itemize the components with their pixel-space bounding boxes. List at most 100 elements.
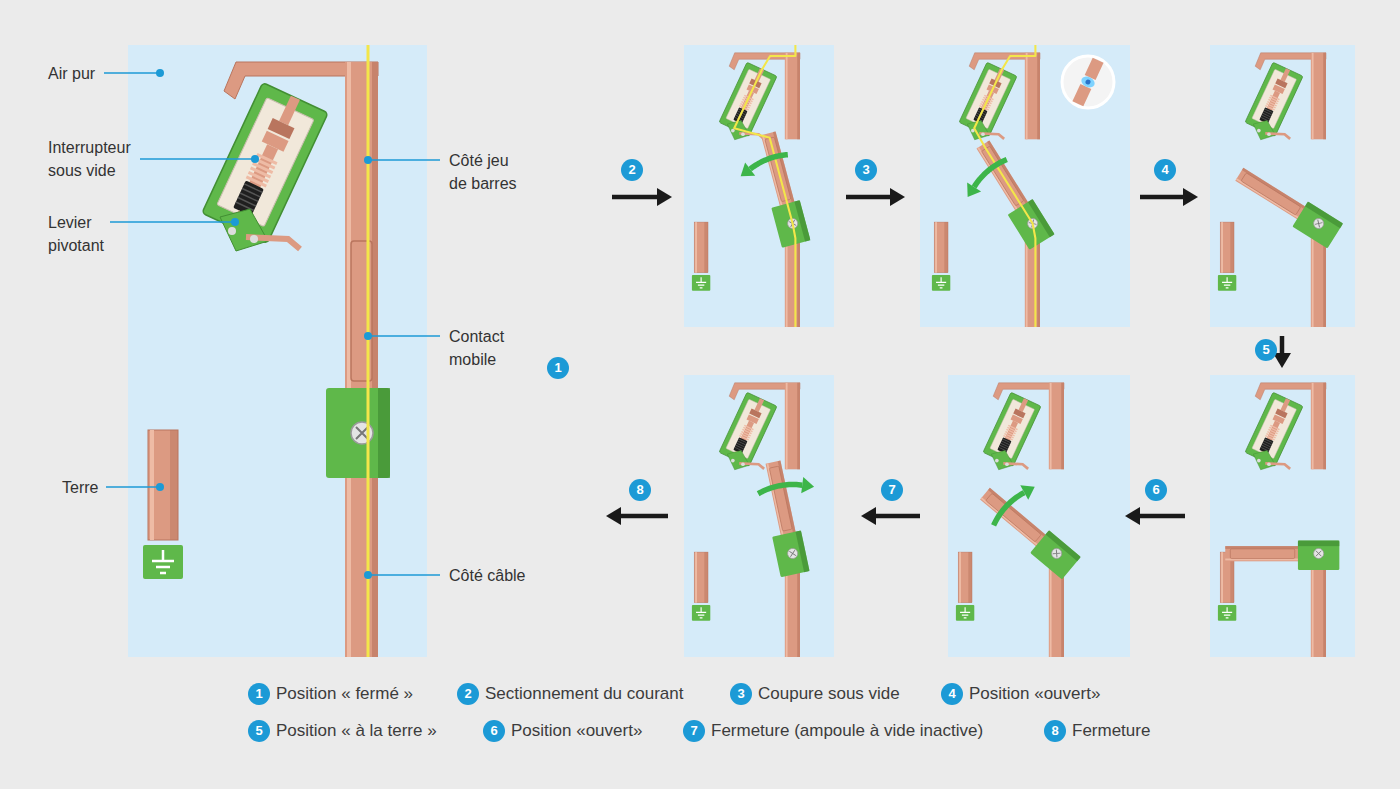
- panel-drawing: [1218, 53, 1343, 327]
- lever-pin: [1267, 132, 1271, 136]
- pivot-block-side: [378, 388, 390, 478]
- spring-coil: [1260, 117, 1269, 122]
- panel-drawing: [932, 45, 1055, 327]
- cable-side-highlight: [1312, 238, 1314, 327]
- leader-line: [368, 335, 440, 337]
- spring-coil: [240, 192, 259, 202]
- busbar-side-highlight: [347, 62, 351, 250]
- earth-contact-highlight: [959, 552, 961, 603]
- cable-side-bar: [1311, 238, 1326, 327]
- pivot-lever-plate: [220, 209, 268, 251]
- leader-dot: [364, 156, 372, 164]
- vacuum-interrupter: [1244, 392, 1303, 469]
- step-arrow-head: [657, 188, 672, 206]
- vacuum-arc: [1080, 75, 1097, 90]
- part-label: Interrupteur sous vide: [48, 136, 158, 182]
- spring-coil: [1264, 439, 1273, 444]
- part-label: Air pur: [48, 62, 128, 85]
- zoom-contact: [1072, 84, 1091, 106]
- panel-drawing: [692, 383, 814, 657]
- leader-dot: [156, 69, 164, 77]
- earth-contact: [1220, 222, 1234, 273]
- cable-side-shade: [797, 238, 800, 327]
- pivot-lever-hook: [739, 463, 764, 469]
- pivot-lever-plate: [1253, 450, 1275, 469]
- step-badge: 8: [629, 479, 651, 501]
- step-arrow: [876, 514, 920, 519]
- spring-coil: [1261, 445, 1270, 450]
- callout-number: 8: [1044, 720, 1066, 742]
- leader-dot: [156, 483, 164, 491]
- panel-background: [128, 45, 427, 657]
- pivot-bolt: [1312, 217, 1326, 231]
- panel-background: [1210, 45, 1355, 327]
- fixed-stem: [1280, 398, 1290, 412]
- interrupter-bottle: [726, 399, 771, 458]
- lever-pin: [1257, 129, 1261, 133]
- lever-pin: [731, 459, 735, 463]
- part-label: Terre: [62, 476, 122, 499]
- lever-pin: [250, 235, 258, 243]
- part-label: Contact mobile: [449, 325, 521, 371]
- fixed-stem: [1280, 68, 1290, 82]
- spring-coil: [1001, 441, 1010, 446]
- pivot-lever-hook: [1265, 463, 1290, 469]
- earth-contact-highlight: [1221, 552, 1223, 603]
- panel-background: [948, 375, 1130, 657]
- pivot-block: [1298, 541, 1339, 570]
- pivot-block: [1292, 202, 1343, 249]
- cable-side-shade: [797, 568, 800, 657]
- rotation-arrow-head: [1020, 485, 1034, 500]
- step-arrow: [1280, 336, 1285, 353]
- interrupter-bottle: [1252, 399, 1297, 458]
- lever-pin: [981, 132, 985, 136]
- disconnector: [956, 383, 1081, 657]
- part-label: Levier pivotant: [48, 211, 120, 257]
- busbar-side-bar: [785, 53, 800, 139]
- step-badge: 2: [621, 159, 643, 181]
- step-badge: 1: [547, 357, 569, 379]
- pivot-bolt-cross: [1315, 220, 1323, 228]
- spring-coil: [999, 445, 1008, 450]
- busbar-side-shade: [1037, 53, 1040, 139]
- panel-drawing: [956, 383, 1081, 657]
- earth-symbol: [696, 277, 706, 288]
- legend-item: 6Position «ouvert»: [483, 720, 642, 742]
- moving-contact: [974, 484, 1080, 580]
- callout-number: 4: [1161, 162, 1168, 177]
- pivot-lever-hook: [979, 133, 1004, 139]
- pivot-bolt-cross: [789, 550, 796, 557]
- step-arrow-head: [1125, 507, 1140, 525]
- leader-line: [104, 72, 160, 74]
- spring-coil: [235, 201, 254, 211]
- earth-symbol: [936, 277, 946, 288]
- busbar-side-shade: [1061, 383, 1064, 469]
- earth-base: [956, 605, 974, 621]
- earth-contact-shade: [968, 552, 972, 603]
- fixed-stem: [1018, 398, 1028, 412]
- disconnector: [1218, 53, 1343, 327]
- busbar-side-shade: [797, 383, 800, 469]
- pivot-block: [772, 531, 809, 578]
- disconnector: [692, 383, 814, 657]
- legend-item: 1Position « fermé »: [248, 683, 413, 705]
- callout-number: 3: [730, 683, 752, 705]
- fixed-stem: [279, 96, 300, 126]
- step-badge: 7: [881, 479, 903, 501]
- earth-contact-shade: [170, 430, 178, 540]
- lever-pin: [741, 132, 745, 136]
- callout-number: 6: [1152, 482, 1159, 497]
- rotation-arrow: [994, 493, 1025, 526]
- step-arrow: [612, 195, 657, 200]
- spring-coil: [1261, 115, 1270, 120]
- earth-contact-highlight: [695, 222, 697, 273]
- spring-coil: [998, 447, 1007, 452]
- spring-coil: [734, 447, 743, 452]
- busbar-side-highlight: [786, 383, 788, 469]
- busbar-side-bar: [785, 383, 800, 469]
- cable-side-highlight: [786, 568, 788, 657]
- panel-drawing: [1218, 383, 1339, 657]
- cable-side-bar: [785, 238, 800, 327]
- pivot-block-side: [1305, 202, 1343, 229]
